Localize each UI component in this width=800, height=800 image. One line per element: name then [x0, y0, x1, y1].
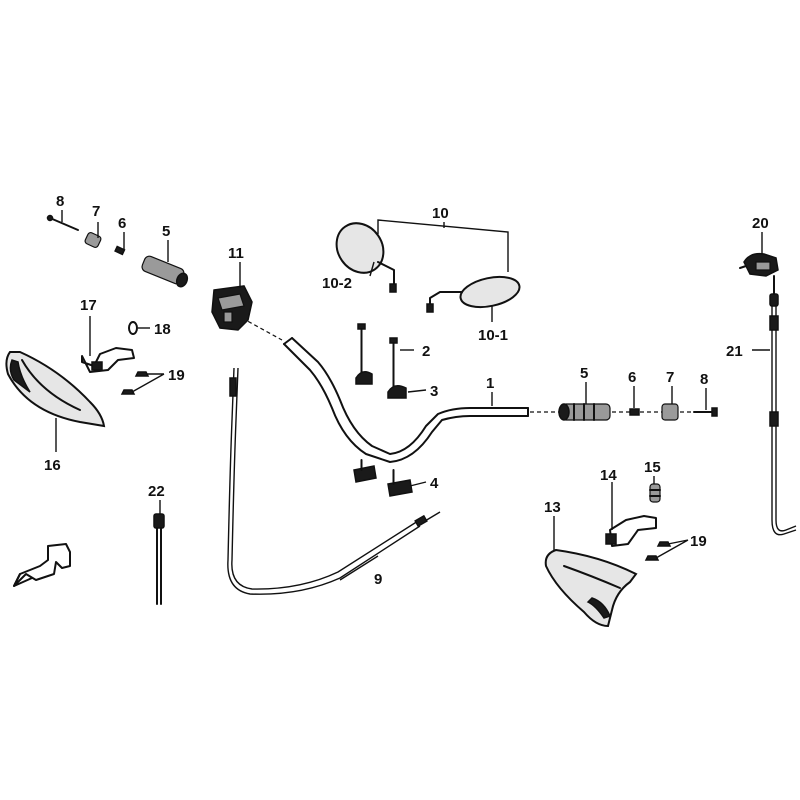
- callout-14: 14: [600, 467, 617, 484]
- callout-10-2: 10-2: [322, 275, 352, 292]
- bar-end-bolt-right-8[interactable]: [693, 407, 718, 417]
- choke-cable-sleeve-upper: [769, 315, 779, 331]
- callout-9: 9: [374, 571, 382, 588]
- callout-1: 1: [486, 375, 494, 392]
- callout-22: 22: [148, 483, 165, 500]
- callout-8-left: 8: [56, 193, 64, 210]
- callout-10: 10: [432, 205, 449, 222]
- callout-21: 21: [726, 343, 743, 360]
- mirror-right-bolt: [426, 303, 434, 313]
- choke-lever-20[interactable]: [739, 252, 779, 277]
- rod-22[interactable]: [153, 513, 165, 605]
- screw-right-lower-19[interactable]: [644, 555, 660, 561]
- screw-right-upper-19[interactable]: [656, 541, 672, 547]
- callout-17: 17: [80, 297, 97, 314]
- cable-9-end-fitting-bottom: [414, 514, 428, 528]
- choke-cable-sleeve-lower: [769, 411, 779, 427]
- callout-10-1: 10-1: [478, 327, 508, 344]
- front-direction-arrow-icon: [13, 543, 71, 587]
- callout-20: 20: [752, 215, 769, 232]
- callout-7-left: 7: [92, 203, 100, 220]
- bracket-10: [377, 219, 509, 272]
- throttle-grip-right-5[interactable]: [558, 403, 611, 421]
- callout-19-right: 19: [690, 533, 707, 550]
- cable-9[interactable]: [227, 367, 441, 595]
- callout-2: 2: [422, 343, 430, 360]
- grommet-15[interactable]: [649, 483, 661, 503]
- hand-guard-left-16[interactable]: [5, 351, 106, 428]
- callout-19-left: 19: [168, 367, 185, 384]
- callout-5-left: 5: [162, 223, 170, 240]
- callout-6-left: 6: [118, 215, 126, 232]
- upper-clamp-right-3[interactable]: [387, 385, 407, 399]
- guard-bracket-left-17[interactable]: [81, 347, 135, 373]
- callout-11: 11: [228, 245, 244, 262]
- lower-clamp-right-4[interactable]: [387, 469, 413, 497]
- grip-left-5[interactable]: [141, 255, 190, 289]
- screw-left-upper-19[interactable]: [134, 371, 150, 377]
- cable-9-end-fitting-top: [229, 377, 237, 397]
- mirror-right-10-1[interactable]: [426, 272, 522, 313]
- guard-bracket-right-14[interactable]: [605, 515, 657, 547]
- callout-15: 15: [644, 459, 661, 476]
- callout-3: 3: [430, 383, 438, 400]
- mirror-left-bolt: [389, 283, 397, 293]
- upper-clamp-left-3[interactable]: [355, 371, 373, 385]
- callout-18: 18: [154, 321, 171, 338]
- callout-6-right: 6: [628, 369, 636, 386]
- switch-housing-11[interactable]: [211, 285, 253, 331]
- callout-8-right: 8: [700, 371, 708, 388]
- bar-end-weight-right-7[interactable]: [661, 403, 679, 421]
- callout-5-right: 5: [580, 365, 588, 382]
- clamp-bolt-left-2[interactable]: [357, 323, 366, 373]
- callout-4: 4: [430, 475, 439, 492]
- callout-7-right: 7: [666, 369, 674, 386]
- lower-clamp-left-4[interactable]: [353, 459, 377, 483]
- mirror-left-10-2[interactable]: [327, 214, 397, 293]
- bar-end-bolt-left-8[interactable]: [46, 214, 79, 231]
- callout-13: 13: [544, 499, 561, 516]
- hand-guard-right-13[interactable]: [544, 548, 638, 628]
- screw-left-lower-19[interactable]: [120, 389, 136, 395]
- spacer-right-6[interactable]: [629, 408, 640, 416]
- leader-lines: [55, 210, 770, 581]
- callout-labels: 1 2 3 4 5 5 6 6 7 7 8 8 9 10 10-1 10-2 1…: [44, 193, 769, 588]
- choke-cable-21[interactable]: [769, 275, 797, 536]
- spacer-left-6[interactable]: [114, 245, 126, 256]
- assembly-line-switch-left: [241, 317, 283, 341]
- handlebar[interactable]: [283, 337, 529, 463]
- grommet-18[interactable]: [128, 321, 138, 335]
- callout-16: 16: [44, 457, 61, 474]
- bar-end-weight-left-7[interactable]: [84, 231, 102, 249]
- clamp-bolt-right-2[interactable]: [389, 337, 398, 387]
